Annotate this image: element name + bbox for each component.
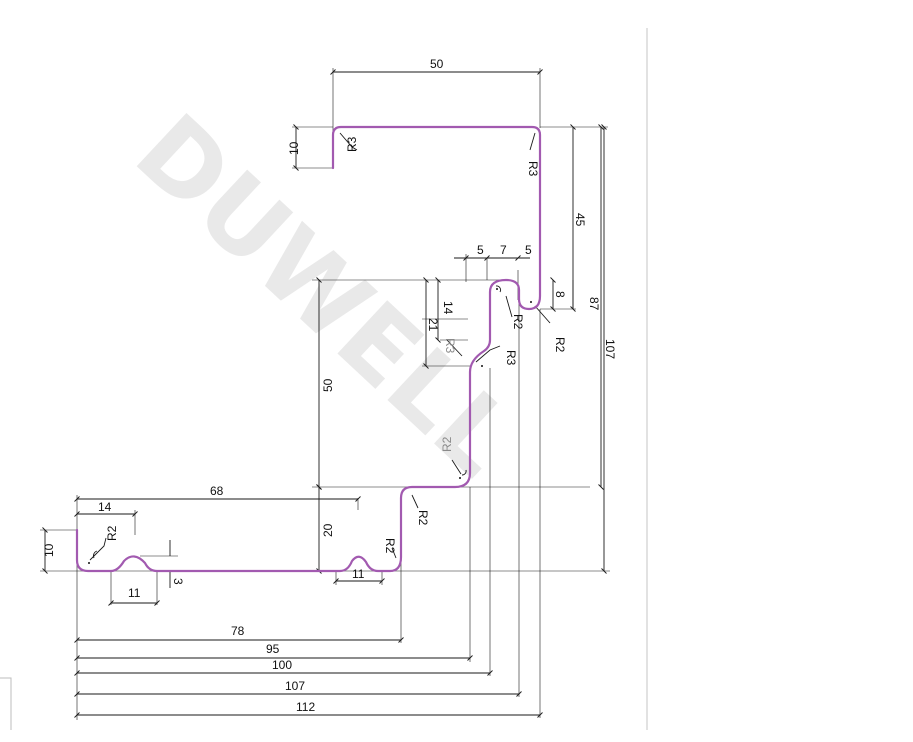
watermark: DUWELL [114, 92, 538, 498]
extension-lines [40, 68, 610, 720]
dim-rib-3: 3 [171, 578, 185, 585]
dim-r2-left: R2 [105, 525, 119, 541]
dim-v20: 20 [321, 523, 335, 537]
dim-h107: 107 [285, 679, 305, 693]
dim-r2-grey: R2 [440, 436, 454, 452]
dim-r2-a: R2 [511, 314, 525, 330]
dim-h14: 14 [98, 500, 112, 514]
dim-h95: 95 [266, 642, 280, 656]
dim-h100: 100 [272, 658, 292, 672]
dim-rib-11b: 11 [352, 567, 365, 581]
profile-outline [75, 125, 542, 573]
dim-r2-c: R2 [416, 510, 430, 526]
dim-r3-mid: R3 [504, 350, 518, 366]
dim-r3-top-left: R3 [345, 136, 359, 152]
dimension-lines [42, 69, 607, 718]
dim-right-8: 8 [553, 291, 567, 298]
dim-h68: 68 [210, 484, 224, 498]
dim-right-45: 45 [573, 213, 587, 227]
dim-right-87: 87 [587, 297, 601, 311]
dim-right-107: 107 [603, 339, 617, 359]
radius-leaders [88, 132, 551, 564]
dim-h112: 112 [296, 700, 315, 714]
dim-h78: 78 [231, 624, 245, 638]
dimension-texts: 50 10 R3 R3 45 8 87 107 5 7 5 14 21 R3 R… [42, 57, 617, 714]
dim-top-lip: 10 [287, 141, 301, 155]
dim-step-5a: 5 [477, 243, 484, 257]
dim-top-width: 50 [430, 57, 444, 71]
dim-step-7: 7 [500, 243, 507, 257]
dim-rib-11a: 11 [128, 586, 141, 600]
dim-left-10: 10 [42, 543, 56, 557]
dim-v14: 14 [441, 301, 455, 315]
dim-r3-grey: R3 [443, 338, 457, 354]
dim-step-5b: 5 [525, 243, 532, 257]
dim-r3-top-right: R3 [526, 161, 540, 177]
dim-v50: 50 [321, 378, 335, 392]
dim-r2-b: R2 [553, 337, 567, 353]
dim-r2-d: R2 [383, 538, 397, 554]
corner-frame [0, 677, 12, 730]
dim-v21: 21 [426, 318, 440, 332]
